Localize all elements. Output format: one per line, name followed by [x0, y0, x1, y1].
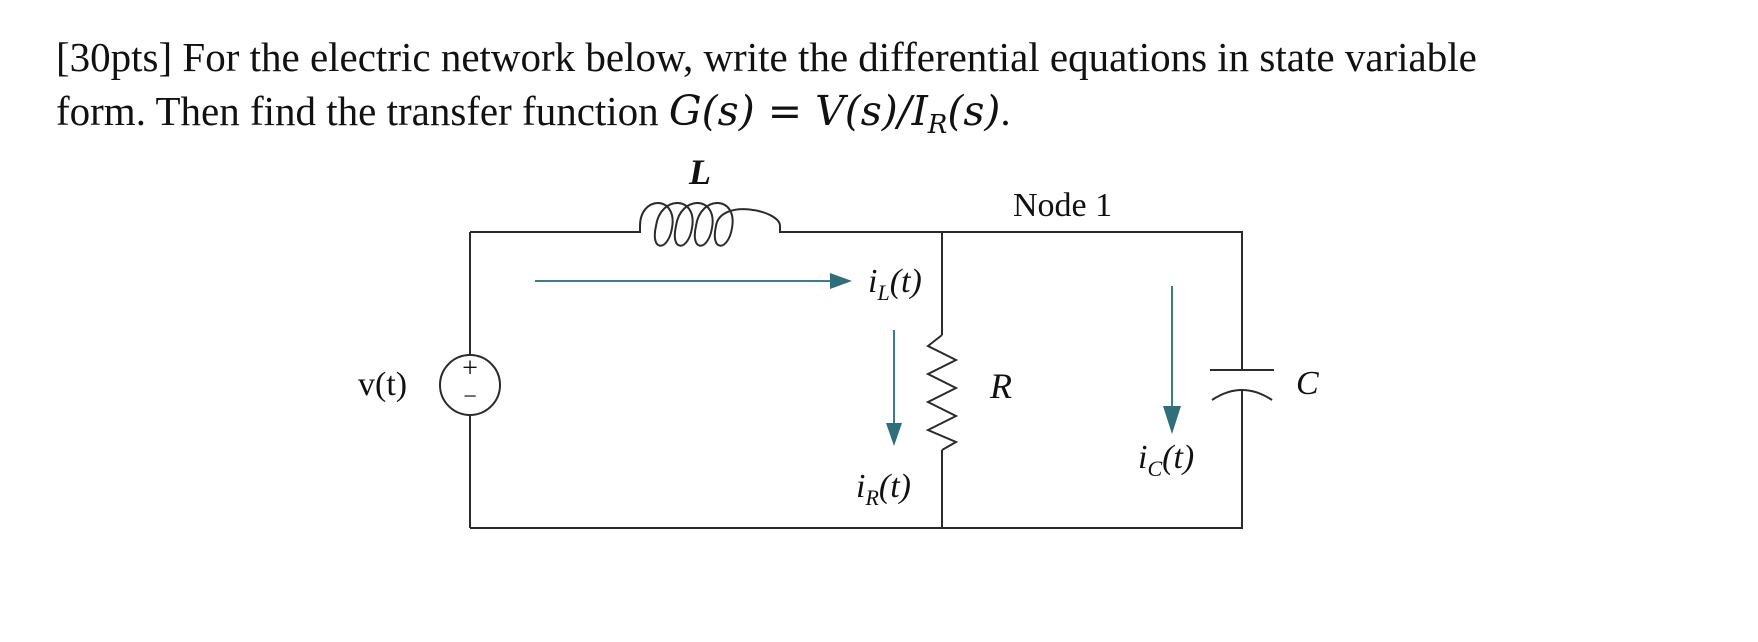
source-label: v(t) — [358, 366, 407, 403]
iC-tail: (t) — [1162, 439, 1194, 476]
capacitor-label: C — [1296, 365, 1319, 402]
iL-tail: (t) — [890, 263, 922, 300]
tf-denominator: (s) — [947, 87, 1001, 135]
iR-tail: (t) — [879, 468, 911, 505]
iR-arrow-head — [886, 423, 902, 446]
inductor — [639, 202, 781, 247]
iL-label: iL(t) — [868, 263, 922, 305]
question-text: [30pts] For the electric network below, … — [56, 30, 1736, 138]
iC-main: i — [1138, 439, 1147, 476]
question-line-2: form. Then find the transfer function G(… — [56, 84, 1736, 138]
source-plus: + — [462, 353, 478, 384]
transfer-function: G(s) = V(s)/IR(s) — [668, 87, 1001, 138]
iC-sub: C — [1147, 456, 1162, 481]
wire-top-left — [470, 226, 641, 233]
tf-numerator: V(s)/I — [815, 87, 928, 135]
tf-equals: = — [754, 87, 816, 135]
tf-subscript: R — [927, 110, 948, 140]
wire-bottom — [470, 412, 1243, 529]
iR-label: iR(t) — [856, 468, 911, 510]
iL-sub: L — [876, 280, 889, 305]
resistor — [925, 334, 959, 451]
iC-label: iC(t) — [1138, 439, 1194, 481]
source-minus: − — [463, 384, 477, 410]
node-label: Node 1 — [1013, 187, 1112, 224]
wire-top-right — [779, 226, 1243, 370]
question-line-1: [30pts] For the electric network below, … — [56, 34, 1477, 80]
question-line-2-end: . — [1000, 88, 1011, 134]
resistor-label: R — [989, 366, 1012, 406]
iR-sub: R — [864, 485, 879, 510]
tf-lhs: G(s) — [668, 87, 755, 135]
iL-main: i — [868, 263, 877, 300]
iR-main: i — [856, 468, 865, 505]
inductor-label: L — [688, 152, 711, 192]
iL-arrow-head — [830, 273, 852, 289]
question-line-2-text: form. Then find the transfer function — [56, 88, 669, 134]
iC-arrow-head — [1163, 406, 1181, 434]
